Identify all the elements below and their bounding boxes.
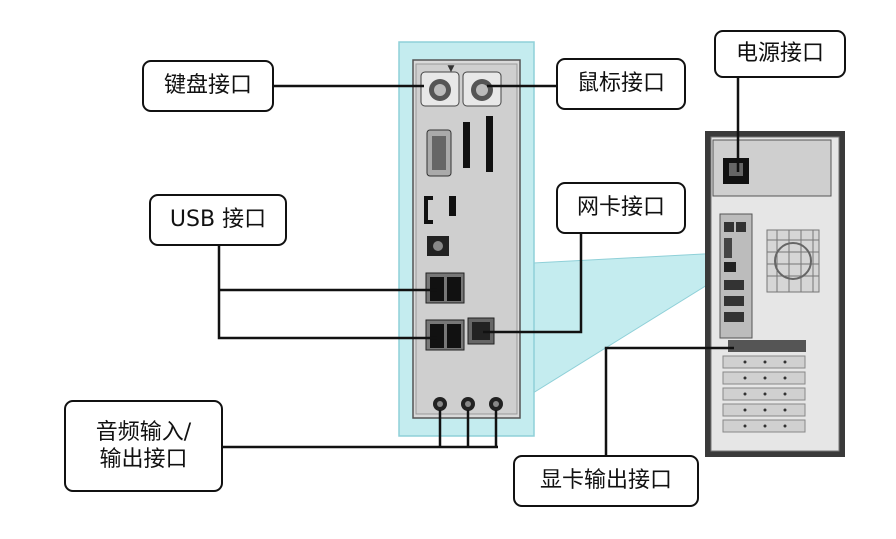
keyboard-port-label: 键盘接口 xyxy=(142,60,274,112)
svg-text:▼: ▼ xyxy=(448,64,455,74)
network-leader-line xyxy=(483,234,583,334)
highlight-wedge xyxy=(532,252,729,394)
network-port-label: 网卡接口 xyxy=(556,182,686,234)
power-port-label: 电源接口 xyxy=(714,30,846,78)
io-shield-panel: ▼ xyxy=(412,59,521,419)
display-port-label: 显卡输出接口 xyxy=(513,455,699,507)
audio-port-label: 音频输入/ 输出接口 xyxy=(64,400,223,492)
usb-leader-line xyxy=(217,246,437,340)
computer-case xyxy=(705,131,845,457)
mouse-port-label: 鼠标接口 xyxy=(556,58,686,110)
usb-port-label: USB 接口 xyxy=(149,194,287,246)
graphics-card-slot xyxy=(728,340,806,352)
display-leader-line xyxy=(604,346,734,455)
audio-port-label-line2: 输出接口 xyxy=(99,447,188,472)
audio-port-label-line1: 音频输入/ xyxy=(95,419,192,445)
